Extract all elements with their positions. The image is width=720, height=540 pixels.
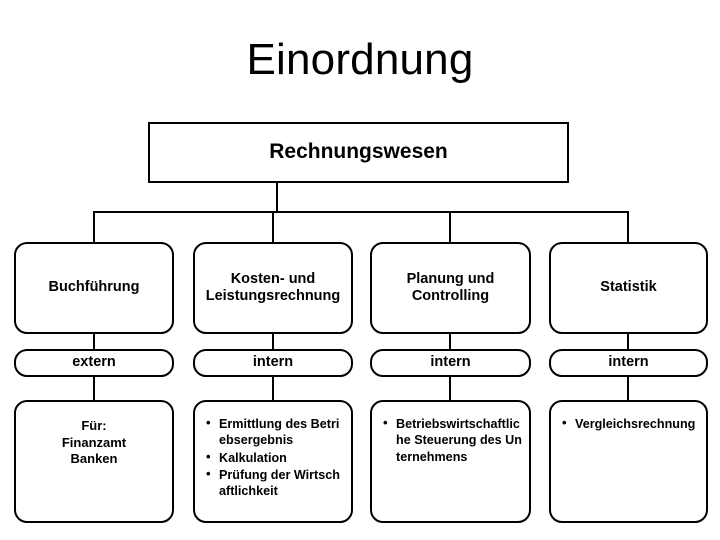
node-rechnungswesen-label: Rechnungswesen	[269, 140, 448, 164]
detail-line-2: Banken	[70, 451, 118, 467]
connector-category-to-scope-3	[627, 333, 629, 350]
node-detail-3-bullets: Vergleichsrechnung	[551, 402, 706, 433]
node-category-kosten-und-leistungsrechnung[interactable]: Kosten- und Leistungsrechnung	[193, 242, 353, 334]
node-detail-1[interactable]: Ermittlung des BetriebsergebnisKalkulati…	[193, 400, 353, 523]
connector-category-to-scope-1	[272, 333, 274, 350]
node-category-planung-und-controlling[interactable]: Planung und Controlling	[370, 242, 531, 334]
node-scope-3-label: intern	[608, 354, 649, 371]
connector-scope-to-detail-0	[93, 376, 95, 401]
connector-scope-to-detail-3	[627, 376, 629, 401]
node-category-buchfuehrung[interactable]: Buchführung	[14, 242, 174, 334]
node-detail-3[interactable]: Vergleichsrechnung	[549, 400, 708, 523]
detail-line-0: Für:	[81, 418, 107, 433]
node-rechnungswesen[interactable]: Rechnungswesen	[148, 122, 569, 183]
node-scope-2-label: intern	[430, 354, 471, 371]
node-detail-2[interactable]: Betriebswirtschaftliche Steuerung des Un…	[370, 400, 531, 523]
bullet-item: Kalkulation	[205, 449, 345, 466]
node-scope-2[interactable]: intern	[370, 349, 531, 377]
node-scope-0[interactable]: extern	[14, 349, 174, 377]
connector-bus-to-category-2	[449, 211, 451, 243]
node-detail-1-bullets: Ermittlung des BetriebsergebnisKalkulati…	[195, 402, 351, 501]
connector-horizontal-bus	[93, 211, 629, 213]
bullet-item: Prüfung der Wirtschaftlichkeit	[205, 466, 345, 500]
connector-root-drop	[276, 182, 278, 213]
node-category-0-label: Buchführung	[48, 279, 140, 296]
bullet-item: Vergleichsrechnung	[561, 415, 700, 432]
node-category-1-label: Kosten- und Leistungsrechnung	[205, 270, 341, 304]
node-scope-1[interactable]: intern	[193, 349, 353, 377]
node-category-statistik[interactable]: Statistik	[549, 242, 708, 334]
bullet-item: Betriebswirtschaftliche Steuerung des Un…	[382, 415, 523, 465]
connector-scope-to-detail-1	[272, 376, 274, 401]
node-category-3-label: Statistik	[600, 279, 657, 296]
node-scope-3[interactable]: intern	[549, 349, 708, 377]
connector-bus-to-category-3	[627, 211, 629, 243]
node-detail-2-bullets: Betriebswirtschaftliche Steuerung des Un…	[372, 402, 529, 466]
connector-category-to-scope-2	[449, 333, 451, 350]
node-scope-0-label: extern	[72, 354, 116, 371]
node-category-2-label: Planung und Controlling	[406, 270, 495, 304]
connector-bus-to-category-0	[93, 211, 95, 243]
connector-category-to-scope-0	[93, 333, 95, 350]
connector-scope-to-detail-2	[449, 376, 451, 401]
bullet-item: Ermittlung des Betriebsergebnis	[205, 415, 345, 449]
connector-bus-to-category-1	[272, 211, 274, 243]
page-title: Einordnung	[246, 35, 474, 84]
node-scope-1-label: intern	[252, 354, 294, 371]
detail-line-1: Finanzamt	[61, 434, 127, 450]
